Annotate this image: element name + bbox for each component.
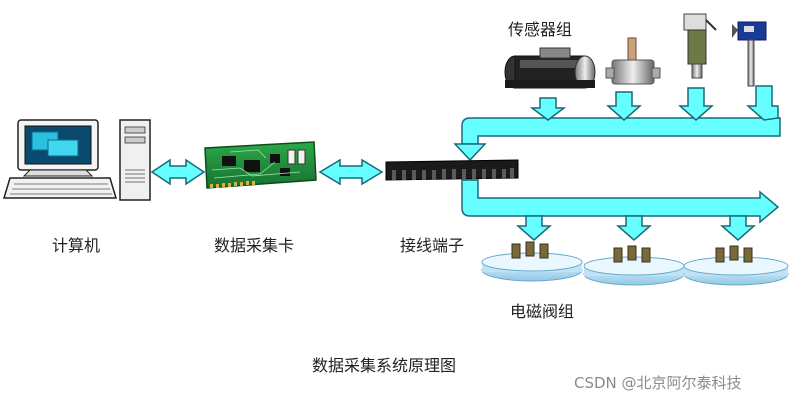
label-computer: 计算机 bbox=[52, 236, 101, 255]
valve-bus-arrow bbox=[461, 179, 780, 224]
valve-group-2-icon bbox=[583, 245, 685, 286]
sensor-down-arrows bbox=[529, 85, 779, 121]
computer-icon bbox=[2, 119, 151, 201]
sensor-temperature-icon bbox=[732, 21, 767, 87]
bus-arrow-head-down bbox=[453, 143, 487, 162]
link-arrow-computer-card bbox=[150, 158, 206, 186]
sensor-bus-arrow bbox=[461, 117, 781, 145]
label-terminal: 接线端子 bbox=[400, 236, 465, 255]
label-valves: 电磁阀组 bbox=[510, 302, 575, 321]
label-sensors: 传感器组 bbox=[508, 20, 573, 39]
label-daq-card: 数据采集卡 bbox=[214, 236, 295, 255]
diagram-caption: 数据采集系统原理图 bbox=[312, 356, 457, 375]
sensor-flowmeter-icon bbox=[504, 47, 596, 89]
link-arrow-card-terminal bbox=[318, 158, 384, 186]
daq-card-icon bbox=[204, 141, 317, 189]
watermark: CSDN @北京阿尔泰科技 bbox=[574, 374, 742, 392]
valve-group-3-icon bbox=[683, 245, 789, 286]
sensor-loadcell-icon bbox=[605, 37, 661, 85]
terminal-block-icon bbox=[385, 159, 519, 181]
valve-down-arrows bbox=[516, 215, 756, 241]
sensor-pressure-icon bbox=[683, 13, 717, 79]
valve-group-1-icon bbox=[481, 241, 583, 282]
